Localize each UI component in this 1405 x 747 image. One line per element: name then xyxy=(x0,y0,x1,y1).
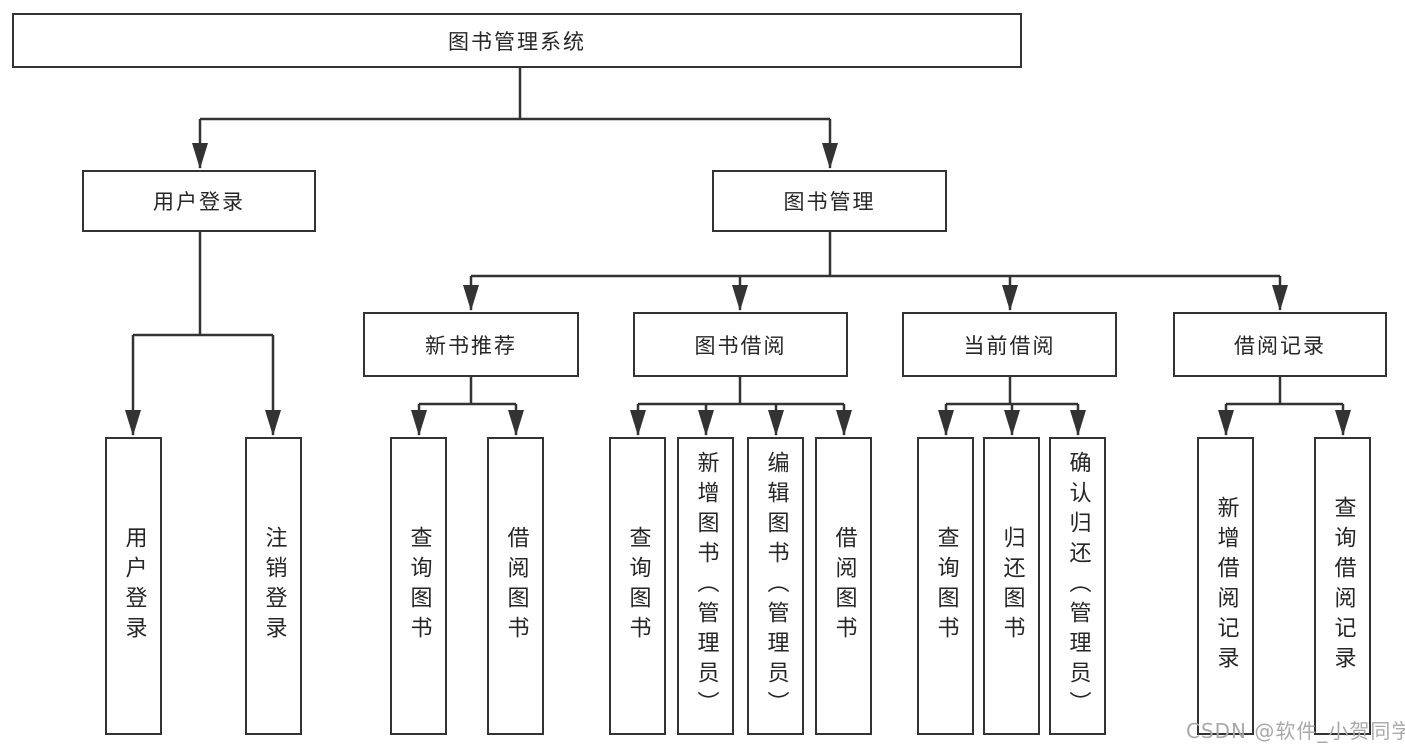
node-label: 借阅图书 xyxy=(503,526,529,646)
edges-book-management xyxy=(463,232,1288,311)
leaf-query-books-current: 查询图书 xyxy=(917,437,974,735)
node-library-management-system: 图书管理系统 xyxy=(12,13,1022,68)
node-borrowing-records: 借阅记录 xyxy=(1173,312,1387,377)
leaf-confirm-return-admin: 确认归还（管理员） xyxy=(1049,437,1106,735)
node-user-login: 用户登录 xyxy=(82,170,316,232)
csdn-watermark: CSDN @软件_小贺同学 xyxy=(1186,719,1405,743)
node-label: 用户登录 xyxy=(153,190,245,214)
edges-book-borrowing xyxy=(630,377,852,436)
edges-borrowing-records xyxy=(1218,377,1351,436)
node-label: 确认归还（管理员） xyxy=(1065,451,1091,721)
node-label: 查询图书 xyxy=(933,526,959,646)
leaf-edit-books-admin: 编辑图书（管理员） xyxy=(747,437,804,735)
leaf-user-login: 用户登录 xyxy=(105,437,162,735)
node-label: 用户登录 xyxy=(121,526,147,646)
edges-current-borrowing xyxy=(938,377,1086,436)
leaf-borrow-books-borrowing: 借阅图书 xyxy=(815,437,872,735)
node-label: 新书推荐 xyxy=(425,333,517,358)
node-label: 图书借阅 xyxy=(694,333,787,358)
node-label: 归还图书 xyxy=(999,526,1025,646)
node-label: 查询图书 xyxy=(625,526,651,646)
node-current-borrowing: 当前借阅 xyxy=(902,312,1117,377)
leaf-borrow-books-recommend: 借阅图书 xyxy=(487,437,544,735)
node-label: 查询图书 xyxy=(406,526,432,646)
node-label: 图书管理 xyxy=(783,190,876,214)
edges-new-book-recommendation xyxy=(411,377,524,436)
leaf-logout: 注销登录 xyxy=(245,437,302,735)
node-label: 借阅记录 xyxy=(1234,333,1326,358)
node-label: 借阅图书 xyxy=(831,526,857,646)
node-book-management: 图书管理 xyxy=(712,170,947,232)
node-label: 当前借阅 xyxy=(963,333,1056,358)
leaf-return-books: 归还图书 xyxy=(983,437,1040,735)
leaf-add-books-admin: 新增图书（管理员） xyxy=(677,437,734,735)
edges-root-to-level2 xyxy=(192,68,838,169)
leaf-query-borrow-record: 查询借阅记录 xyxy=(1314,437,1371,735)
node-book-borrowing: 图书借阅 xyxy=(633,312,848,377)
node-label: 注销登录 xyxy=(261,526,287,646)
leaf-query-books-recommend: 查询图书 xyxy=(390,437,447,735)
node-label: 查询借阅记录 xyxy=(1330,496,1356,676)
node-label: 新增图书（管理员） xyxy=(693,451,719,721)
edges-user-login xyxy=(125,232,281,436)
leaf-query-books-borrowing: 查询图书 xyxy=(609,437,666,735)
leaf-add-borrow-record: 新增借阅记录 xyxy=(1197,437,1254,735)
node-new-book-recommendation: 新书推荐 xyxy=(363,312,579,377)
node-label: 新增借阅记录 xyxy=(1213,496,1239,676)
node-label: 图书管理系统 xyxy=(448,29,586,54)
node-label: 编辑图书（管理员） xyxy=(763,451,789,721)
